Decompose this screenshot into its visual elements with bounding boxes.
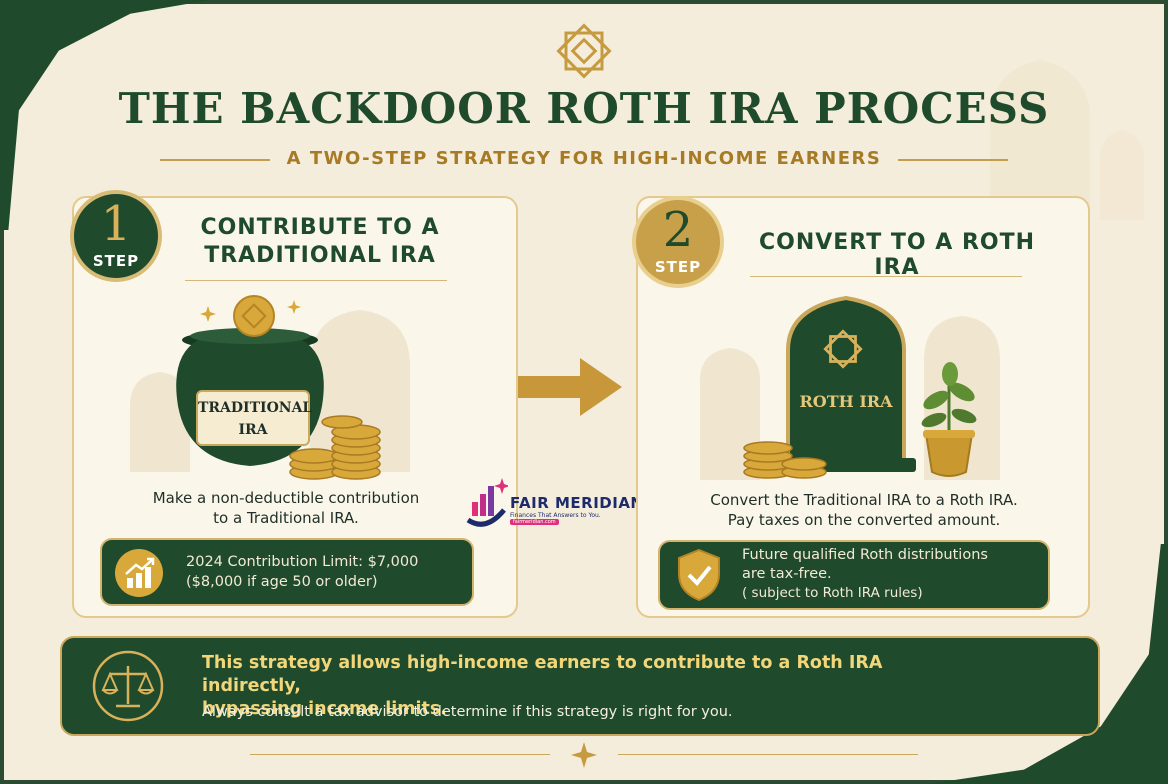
contribution-limit-text: 2024 Contribution Limit: $7,000 ($8,000 …	[186, 552, 418, 592]
limit-line1: 2024 Contribution Limit: $7,000	[186, 554, 419, 570]
jar-label: TRADITIONAL IRA	[196, 390, 313, 446]
summary-disclaimer: Always consult a tax advisor to determin…	[202, 704, 733, 720]
summary-main-text: This strategy allows high-income earners…	[202, 652, 922, 721]
coin-icon	[233, 295, 275, 337]
step-2-heading-rule	[750, 276, 1022, 277]
bottom-rule-left	[250, 754, 550, 755]
step-1-heading: CONTRIBUTE TO A TRADITIONAL IRA	[180, 214, 460, 270]
page-title: THE BACKDOOR ROTH IRA PROCESS	[118, 84, 1050, 133]
growth-chart-icon	[115, 549, 163, 597]
note-line3: ( subject to Roth IRA rules)	[742, 585, 923, 601]
note-line2: are tax-free.	[742, 566, 832, 582]
jar-label-line1: TRADITIONAL	[198, 400, 313, 416]
door-label: ROTH IRA	[799, 392, 893, 411]
step-2-description: Convert the Traditional IRA to a Roth IR…	[660, 490, 1068, 530]
logo-tagline: Finances That Answers to You.	[510, 512, 601, 519]
step-1-desc-line1: Make a non-deductible contribution	[152, 489, 420, 507]
subtitle-row: A TWO-STEP STRATEGY FOR HIGH-INCOME EARN…	[0, 148, 1168, 169]
step-1-heading-line2: TRADITIONAL IRA	[204, 243, 436, 268]
logo-url: fairmeridian.com	[510, 519, 559, 525]
step-1-number: 1	[100, 196, 132, 252]
step-1-badge: 1 STEP	[70, 190, 162, 282]
subtitle-rule-right	[898, 159, 1008, 161]
bottom-rule-right	[618, 754, 918, 755]
plant-icon	[921, 362, 977, 477]
step-1-heading-line1: CONTRIBUTE TO A	[200, 215, 440, 240]
summary-banner	[60, 636, 1100, 736]
limit-line2: ($8,000 if age 50 or older)	[186, 574, 378, 590]
background-arches	[990, 60, 1144, 220]
tax-free-note-text: Future qualified Roth distributions are …	[742, 546, 988, 603]
step-2-badge: 2 STEP	[632, 196, 724, 288]
step-1-desc-line2: to a Traditional IRA.	[213, 509, 359, 527]
fair-meridian-logo-mark	[466, 478, 508, 527]
jar-label-line2: IRA	[238, 422, 268, 438]
eight-point-star-icon	[823, 329, 863, 369]
sparkle-icon	[200, 306, 216, 322]
tax-free-note-box	[658, 540, 1050, 610]
sparkle-icon	[287, 300, 301, 314]
step-1-label: STEP	[92, 252, 140, 270]
step-1-description: Make a non-deductible contribution to a …	[108, 488, 464, 528]
star-ornament-icon	[571, 742, 597, 768]
coin-stack-illustration	[289, 415, 381, 480]
step-2-label: STEP	[654, 258, 702, 276]
note-line1: Future qualified Roth distributions	[742, 547, 988, 563]
subtitle-rule-left	[160, 159, 270, 161]
subtitle: A TWO-STEP STRATEGY FOR HIGH-INCOME EARN…	[286, 148, 882, 169]
shield-check-icon	[678, 548, 720, 602]
summary-line2: bypassing income limits.	[202, 699, 447, 719]
step-2-desc-line1: Convert the Traditional IRA to a Roth IR…	[710, 491, 1018, 509]
logo-name: FAIR MERIDIAN	[510, 494, 644, 512]
summary-line1: This strategy allows high-income earners…	[202, 653, 883, 696]
step-2-number: 2	[662, 202, 694, 258]
step-2-desc-line2: Pay taxes on the converted amount.	[727, 511, 1001, 529]
scales-of-justice-icon	[92, 650, 164, 722]
step-2-heading: CONVERT TO A ROTH IRA	[758, 230, 1036, 280]
coin-stack-illustration	[743, 441, 827, 479]
arrow-right-icon	[518, 358, 622, 416]
step-1-heading-rule	[185, 280, 447, 281]
eight-point-star-icon	[556, 23, 612, 79]
